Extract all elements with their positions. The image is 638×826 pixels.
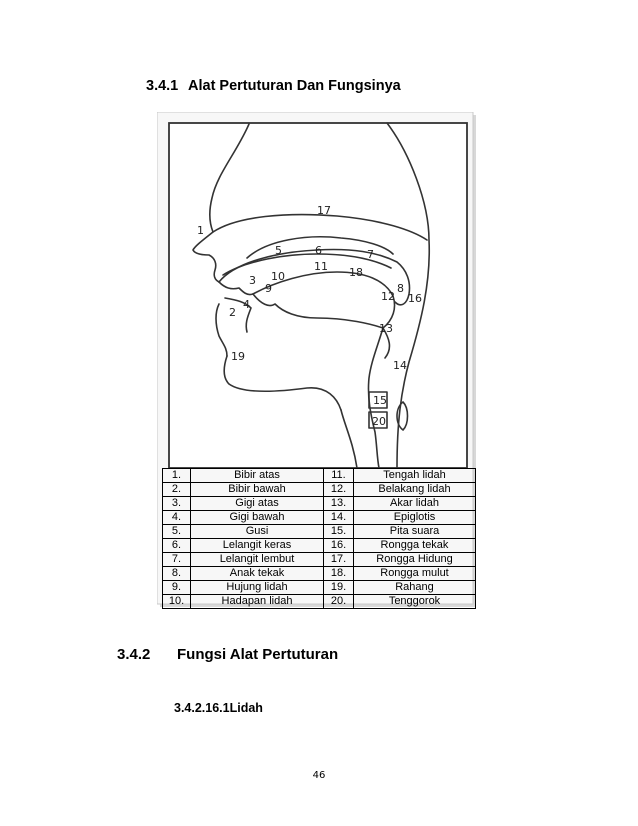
legend-term-cell: Lelangit keras xyxy=(190,538,324,553)
subsection-number: 3.4.2.16.1 xyxy=(174,701,230,715)
legend-term-cell: Lelangit lembut xyxy=(190,552,324,567)
section-title: Alat Pertuturan Dan Fungsinya xyxy=(188,78,401,94)
legend-number-cell: 3. xyxy=(162,496,191,511)
subsection-heading: 3.4.2.16.1Lidah xyxy=(174,701,263,715)
legend-number-cell: 14. xyxy=(323,510,354,525)
legend-term-cell: Akar lidah xyxy=(353,496,476,511)
diagram-label: 11 xyxy=(314,260,328,273)
diagram-label: 16 xyxy=(408,292,422,305)
legend-number-cell: 2. xyxy=(162,482,191,497)
diagram-label: 8 xyxy=(397,282,404,295)
legend-term-cell: Rongga Hidung xyxy=(353,552,476,567)
legend-term-cell: Gusi xyxy=(190,524,324,539)
legend-number-cell: 6. xyxy=(162,538,191,553)
diagram-label: 7 xyxy=(367,248,374,261)
vocal-cords-box xyxy=(368,391,388,409)
legend-number-cell: 16. xyxy=(323,538,354,553)
legend-number-cell: 17. xyxy=(323,552,354,567)
subsection-title: Lidah xyxy=(229,701,263,715)
legend-term-cell: Hujung lidah xyxy=(190,580,324,595)
legend-term-cell: Pita suara xyxy=(353,524,476,539)
diagram-label: 14 xyxy=(393,359,407,372)
speech-organs-diagram: 1 2 3 4 5 6 7 8 9 10 11 12 13 14 15 16 1… xyxy=(157,112,476,607)
legend-term-cell: Gigi atas xyxy=(190,496,324,511)
legend-term-cell: Gigi bawah xyxy=(190,510,324,525)
legend-term-cell: Tenggorok xyxy=(353,594,476,609)
legend-term-cell: Bibir bawah xyxy=(190,482,324,497)
head-outline xyxy=(192,122,431,469)
legend-term-cell: Anak tekak xyxy=(190,566,324,581)
legend-number-cell: 12. xyxy=(323,482,354,497)
legend-number-cell: 20. xyxy=(323,594,354,609)
legend-number-cell: 11. xyxy=(323,468,354,483)
section-number: 3.4.1 xyxy=(146,78,179,94)
legend-number-cell: 1. xyxy=(162,468,191,483)
legend-number-cell: 18. xyxy=(323,566,354,581)
diagram-label: 9 xyxy=(265,282,272,295)
diagram-label: 12 xyxy=(381,290,395,303)
diagram-label: 17 xyxy=(317,204,331,217)
diagram-label: 18 xyxy=(349,266,363,279)
diagram-label: 3 xyxy=(249,274,256,287)
legend-number-cell: 5. xyxy=(162,524,191,539)
legend-number-cell: 4. xyxy=(162,510,191,525)
legend-term-cell: Rongga mulut xyxy=(353,566,476,581)
legend-term-cell: Bibir atas xyxy=(190,468,324,483)
diagram-label: 13 xyxy=(379,322,393,335)
page-number: 46 xyxy=(312,770,326,781)
diagram-border xyxy=(168,122,468,469)
legend-number-cell: 13. xyxy=(323,496,354,511)
diagram-label: 2 xyxy=(229,306,236,319)
diagram-label: 15 xyxy=(373,394,387,407)
legend-number-cell: 7. xyxy=(162,552,191,567)
diagram-label: 4 xyxy=(243,298,250,311)
throat-box xyxy=(368,411,388,429)
legend-number-cell: 9. xyxy=(162,580,191,595)
diagram-label: 6 xyxy=(315,244,322,257)
legend-number-cell: 15. xyxy=(323,524,354,539)
legend-term-cell: Epiglotis xyxy=(353,510,476,525)
diagram-label: 19 xyxy=(231,350,245,363)
diagram-label: 10 xyxy=(271,270,285,283)
section-number: 3.4.2 xyxy=(117,646,151,663)
speech-organs-figure: 1 2 3 4 5 6 7 8 9 10 11 12 13 14 15 16 1… xyxy=(157,112,477,609)
diagram-label: 20 xyxy=(372,415,386,428)
legend-term-cell: Rahang xyxy=(353,580,476,595)
section-title: Fungsi Alat Pertuturan xyxy=(177,646,339,663)
legend-term-cell: Hadapan lidah xyxy=(190,594,324,609)
legend-number-cell: 8. xyxy=(162,566,191,581)
diagram-label: 5 xyxy=(275,244,282,257)
section-heading-3-4-2: 3.4.2 Fungsi Alat Pertuturan xyxy=(117,646,338,663)
section-heading-3-4-1: 3.4.1 Alat Pertuturan Dan Fungsinya xyxy=(146,78,401,94)
legend-term-cell: Belakang lidah xyxy=(353,482,476,497)
legend-number-cell: 10. xyxy=(162,594,191,609)
diagram-label-group: 1 2 3 4 5 6 7 8 9 10 11 12 13 14 15 16 1… xyxy=(197,204,422,428)
legend-term-cell: Tengah lidah xyxy=(353,468,476,483)
diagram-label: 1 xyxy=(197,224,204,237)
legend-number-cell: 19. xyxy=(323,580,354,595)
legend-term-cell: Rongga tekak xyxy=(353,538,476,553)
